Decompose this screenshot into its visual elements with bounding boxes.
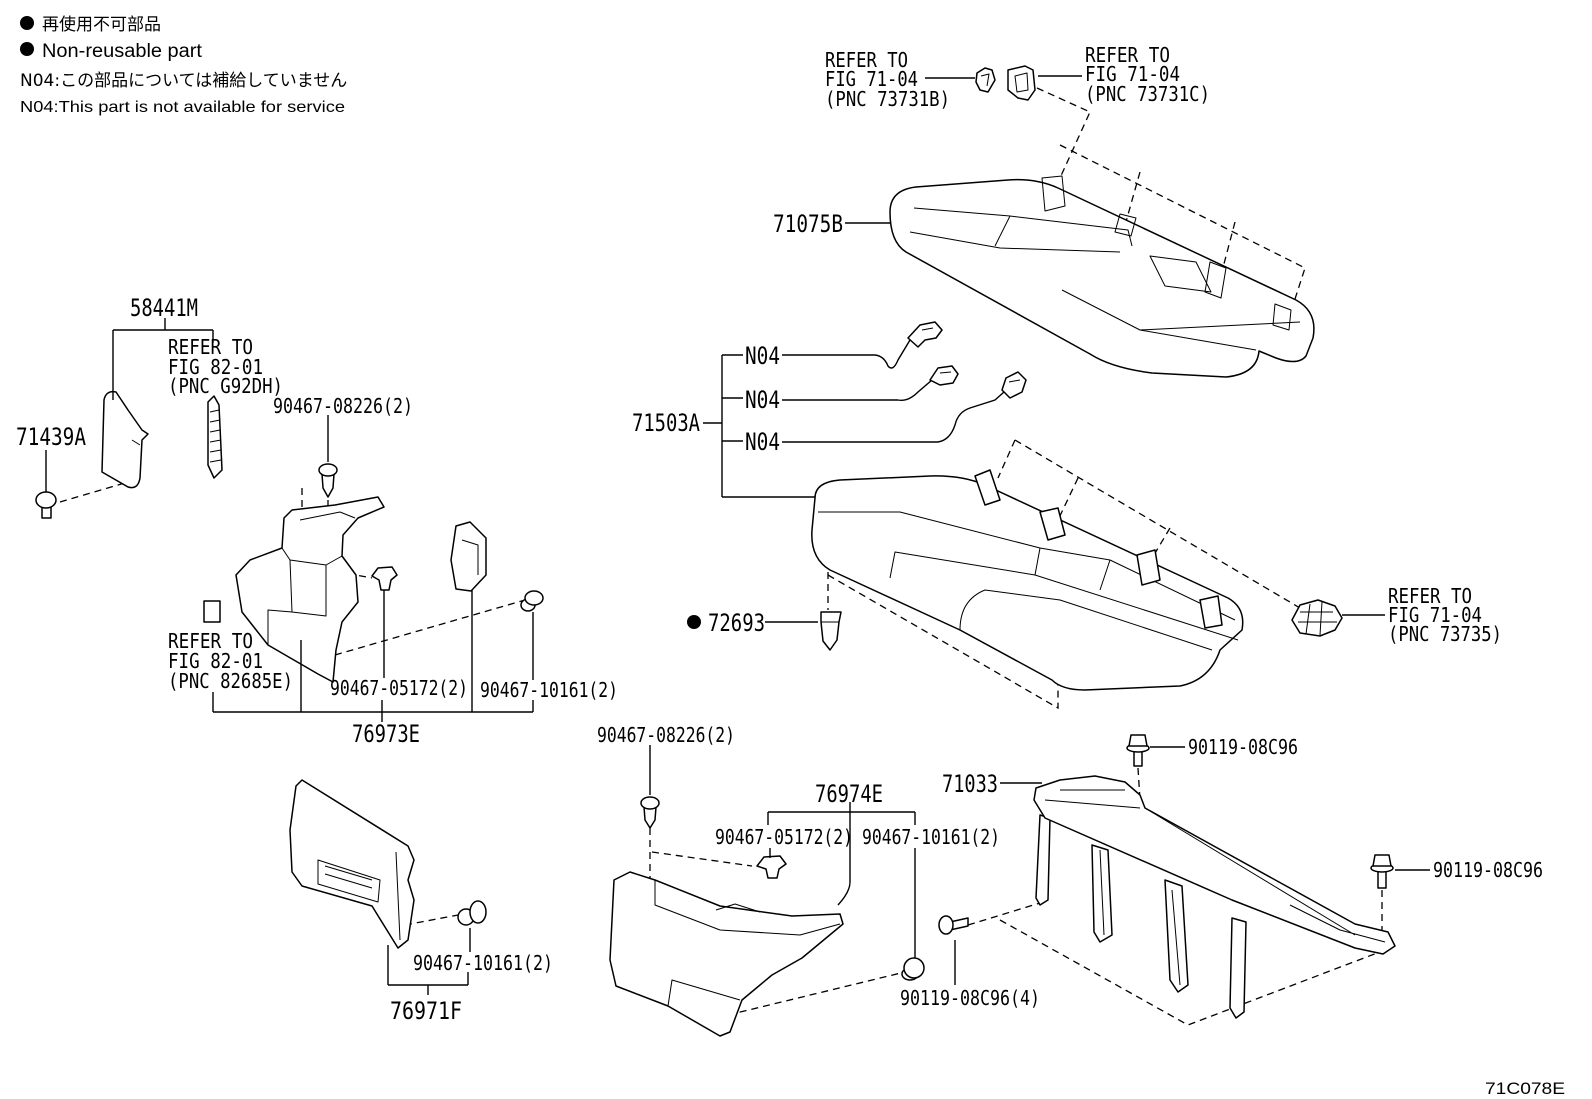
reference-73731b: REFER TO FIG 71-04 (PNC 73731B): [825, 48, 950, 111]
bolt-90119-08c96-b: [1370, 854, 1394, 889]
part-label-n04: N04: [745, 386, 780, 414]
clip-73731b: [975, 67, 996, 93]
nonreusable-bullet-icon: [20, 42, 34, 56]
part-label-90467-10161: 90467-10161(2): [480, 678, 618, 702]
figure-code: 71C078E: [1485, 1079, 1565, 1098]
part-label-76974e: 76974E: [815, 780, 883, 808]
seatback-cover: [889, 175, 1315, 378]
bracket-73731c: [1007, 65, 1036, 101]
reference-line: (PNC 73731B): [825, 87, 950, 111]
part-label-76973e: 76973E: [352, 720, 420, 748]
legend-nonreusable-en: Non-reusable part: [42, 41, 203, 62]
harness-n04-b: [897, 365, 959, 402]
clip-90467-05172-a: [371, 566, 398, 591]
clip-72693: [820, 611, 842, 651]
part-label-71503a: 71503A: [632, 409, 700, 437]
part-label-90119-08c96: 90119-08C96: [1433, 858, 1543, 882]
reference-g92dh: REFER TO FIG 82-01 (PNC G92DH): [168, 335, 283, 398]
clip-90467-05172-b: [756, 855, 787, 879]
part-label-n04: N04: [745, 342, 780, 370]
strip-g92dh: [207, 395, 223, 479]
part-label-71439a: 71439A: [16, 423, 86, 451]
part-label-90467-05172: 90467-05172(2): [330, 676, 468, 700]
reference-line: (PNC 73735): [1388, 622, 1502, 646]
panel-76971f: [289, 779, 415, 949]
part-label-90119-08c96: 90119-08C96: [1188, 735, 1298, 759]
reference-73731c: REFER TO FIG 71-04 (PNC 73731C): [1085, 43, 1210, 106]
reference-73735: REFER TO FIG 71-04 (PNC 73735): [1388, 584, 1502, 646]
nonreusable-bullet-icon: [687, 615, 701, 629]
pad-82685e: [203, 600, 221, 623]
harness-n04-c: [937, 371, 1027, 443]
part-label-90467-10161: 90467-10161(2): [413, 951, 553, 975]
panel-76973e-side: [450, 521, 487, 592]
bolt-90119-08c96-c: [938, 915, 969, 935]
reference-line: FIG 71-04: [1388, 603, 1482, 627]
part-number-labels: 71075B 71503A N04 N04 N04 58441M 71439A …: [16, 210, 1543, 1025]
reference-line: REFER TO: [168, 629, 253, 653]
reference-line: REFER TO: [1388, 584, 1472, 608]
legend-nonreusable-jp: 再使用不可部品: [42, 14, 161, 35]
panel-58441m: [101, 390, 149, 489]
reference-line: (PNC 73731C): [1085, 82, 1210, 106]
clip-90467-08226-b: [640, 796, 660, 829]
trim-76974e: [609, 871, 844, 1037]
part-label-71033: 71033: [942, 770, 998, 798]
reference-line: FIG 71-04: [1085, 62, 1180, 86]
bolt-90119-08c96-a: [1126, 734, 1150, 767]
part-label-90119-08c96: 90119-08C96(4): [900, 986, 1040, 1010]
seat-cushion: [811, 469, 1244, 691]
harness-n04-a: [874, 321, 943, 369]
reference-line: REFER TO: [168, 335, 253, 359]
part-label-76971f: 76971F: [390, 997, 462, 1025]
legend-n04-en: N04:This part is not available for servi…: [20, 99, 345, 116]
clip-90467-10161-b: [901, 957, 925, 981]
reference-line: FIG 82-01: [168, 355, 263, 379]
part-label-58441m: 58441M: [130, 294, 198, 322]
part-label-90467-08226: 90467-08226(2): [273, 394, 413, 418]
reference-line: REFER TO: [825, 48, 908, 72]
reference-line: (PNC G92DH): [168, 374, 283, 398]
reference-line: (PNC 82685E): [168, 669, 293, 693]
seat-frame-71033: [1033, 775, 1396, 1019]
reference-82685e: REFER TO FIG 82-01 (PNC 82685E): [168, 629, 293, 693]
part-label-90467-05172: 90467-05172(2): [715, 825, 853, 849]
legend-n04-jp: N04:この部品については補給していません: [20, 71, 347, 91]
leader-lines: [45, 75, 1430, 995]
trim-76973e: [235, 496, 385, 683]
part-label-90467-08226: 90467-08226(2): [597, 723, 735, 747]
nonreusable-bullet-icon: [20, 16, 34, 30]
part-label-90467-10161: 90467-10161(2): [862, 825, 1000, 849]
clip-90467-10161-c: [457, 900, 487, 926]
reference-line: FIG 82-01: [168, 649, 263, 673]
part-label-72693: 72693: [708, 609, 765, 637]
latch-73735: [1291, 599, 1343, 637]
part-label-n04: N04: [745, 428, 780, 456]
legend: 再使用不可部品 Non-reusable part N04:この部品については補…: [20, 14, 347, 116]
reference-line: REFER TO: [1085, 43, 1170, 67]
screw-71439a: [35, 491, 57, 519]
reference-line: FIG 71-04: [825, 67, 918, 91]
clip-90467-08226-a: [318, 463, 338, 498]
clip-90467-10161-a: [520, 590, 544, 612]
part-label-71075b: 71075B: [773, 210, 843, 238]
